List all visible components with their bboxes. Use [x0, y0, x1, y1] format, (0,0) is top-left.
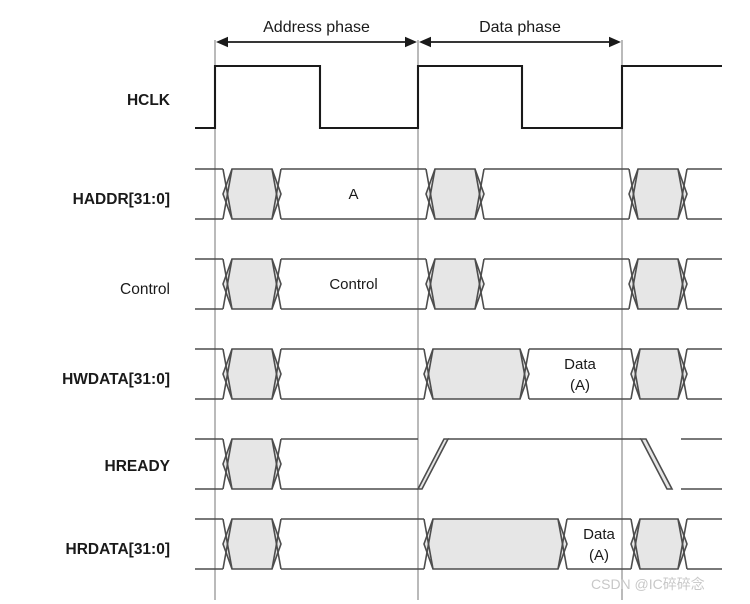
signal-row-control: Control [195, 258, 722, 310]
bus-cross-left-up [222, 168, 233, 220]
bus-cross-left-up [423, 348, 434, 400]
level-fall-transition [639, 438, 674, 490]
signal-row-haddr: A [195, 168, 722, 220]
watermark-layer: CSDN @IC碎碎念 [591, 576, 705, 592]
bus-cell-value: (A) [589, 547, 609, 564]
grid-layer [214, 40, 623, 600]
bus-cross-right-up [677, 168, 688, 220]
signal-label-hclk: HCLK [127, 92, 171, 109]
bus-shaded-cell [222, 518, 282, 570]
phase-arrow-left [419, 36, 431, 48]
phase-address-phase: Address phase [216, 19, 417, 48]
signal-label-hready: HREADY [105, 458, 171, 475]
bus-shaded-cell [423, 348, 530, 400]
bus-cross-left-up [423, 518, 434, 570]
phase-label-data-phase: Data phase [479, 19, 561, 36]
bus-cross-right-up [271, 258, 282, 310]
signal-row-hclk [195, 64, 722, 130]
phase-arrow-right [609, 36, 621, 48]
bus-cross-right-up [271, 168, 282, 220]
clock-waveform [195, 64, 722, 130]
signal-row-hwdata: Data (A) [195, 348, 722, 400]
phase-annotations-layer: Address phase Data phase [216, 19, 621, 48]
bus-cross-left-up [222, 258, 233, 310]
bus-cell-value: Data [583, 526, 615, 543]
bus-cross-left-up [628, 168, 639, 220]
signal-label-hrdata: HRDATA[31:0] [66, 541, 170, 558]
bus-cross-left-up [222, 348, 233, 400]
bus-cross-right-up [271, 518, 282, 570]
bus-cross-left-up [630, 348, 641, 400]
level-cross-right-up [271, 438, 282, 490]
bus-shaded-cell [222, 168, 282, 220]
signal-row-hready [195, 438, 722, 490]
bus-cross-right-up [519, 348, 530, 400]
bus-cell-value: (A) [570, 377, 590, 394]
signal-label-haddr: HADDR[31:0] [73, 191, 170, 208]
signal-row-hrdata: Data (A) [195, 518, 722, 570]
level-shaded-cell [222, 438, 282, 490]
signal-label-hwdata: HWDATA[31:0] [62, 371, 170, 388]
bus-shaded-cell [222, 348, 282, 400]
bus-cross-right-up [474, 258, 485, 310]
phase-arrow-left [216, 36, 228, 48]
bus-cross-right-up [677, 258, 688, 310]
signal-label-control: Control [120, 281, 170, 298]
bus-cross-left-up [630, 518, 641, 570]
bus-cross-left-up [628, 258, 639, 310]
bus-cross-left-up [222, 518, 233, 570]
bus-cell-value: Control [329, 276, 377, 293]
bus-shaded-cell [425, 168, 485, 220]
bus-cross-right-up [271, 348, 282, 400]
phase-data-phase: Data phase [419, 19, 621, 48]
bus-cross-right-up [474, 168, 485, 220]
bus-shaded-cell [425, 258, 485, 310]
bus-cross-right-up [677, 518, 688, 570]
bus-shaded-cell [222, 258, 282, 310]
watermark-text: CSDN @IC碎碎念 [591, 576, 705, 592]
bus-cross-left-up [425, 258, 436, 310]
bus-cell-value: Data [564, 356, 596, 373]
bus-cross-left-up [425, 168, 436, 220]
bus-cross-right-up [557, 518, 568, 570]
bus-shaded-cell [628, 168, 688, 220]
bus-shaded-cell [423, 518, 568, 570]
level-cross-left-up [222, 438, 233, 490]
bus-cell-value: A [348, 186, 358, 203]
phase-label-address-phase: Address phase [263, 19, 370, 36]
bus-cross-right-up [677, 348, 688, 400]
bus-shaded-cell [628, 258, 688, 310]
phase-arrow-right [405, 36, 417, 48]
